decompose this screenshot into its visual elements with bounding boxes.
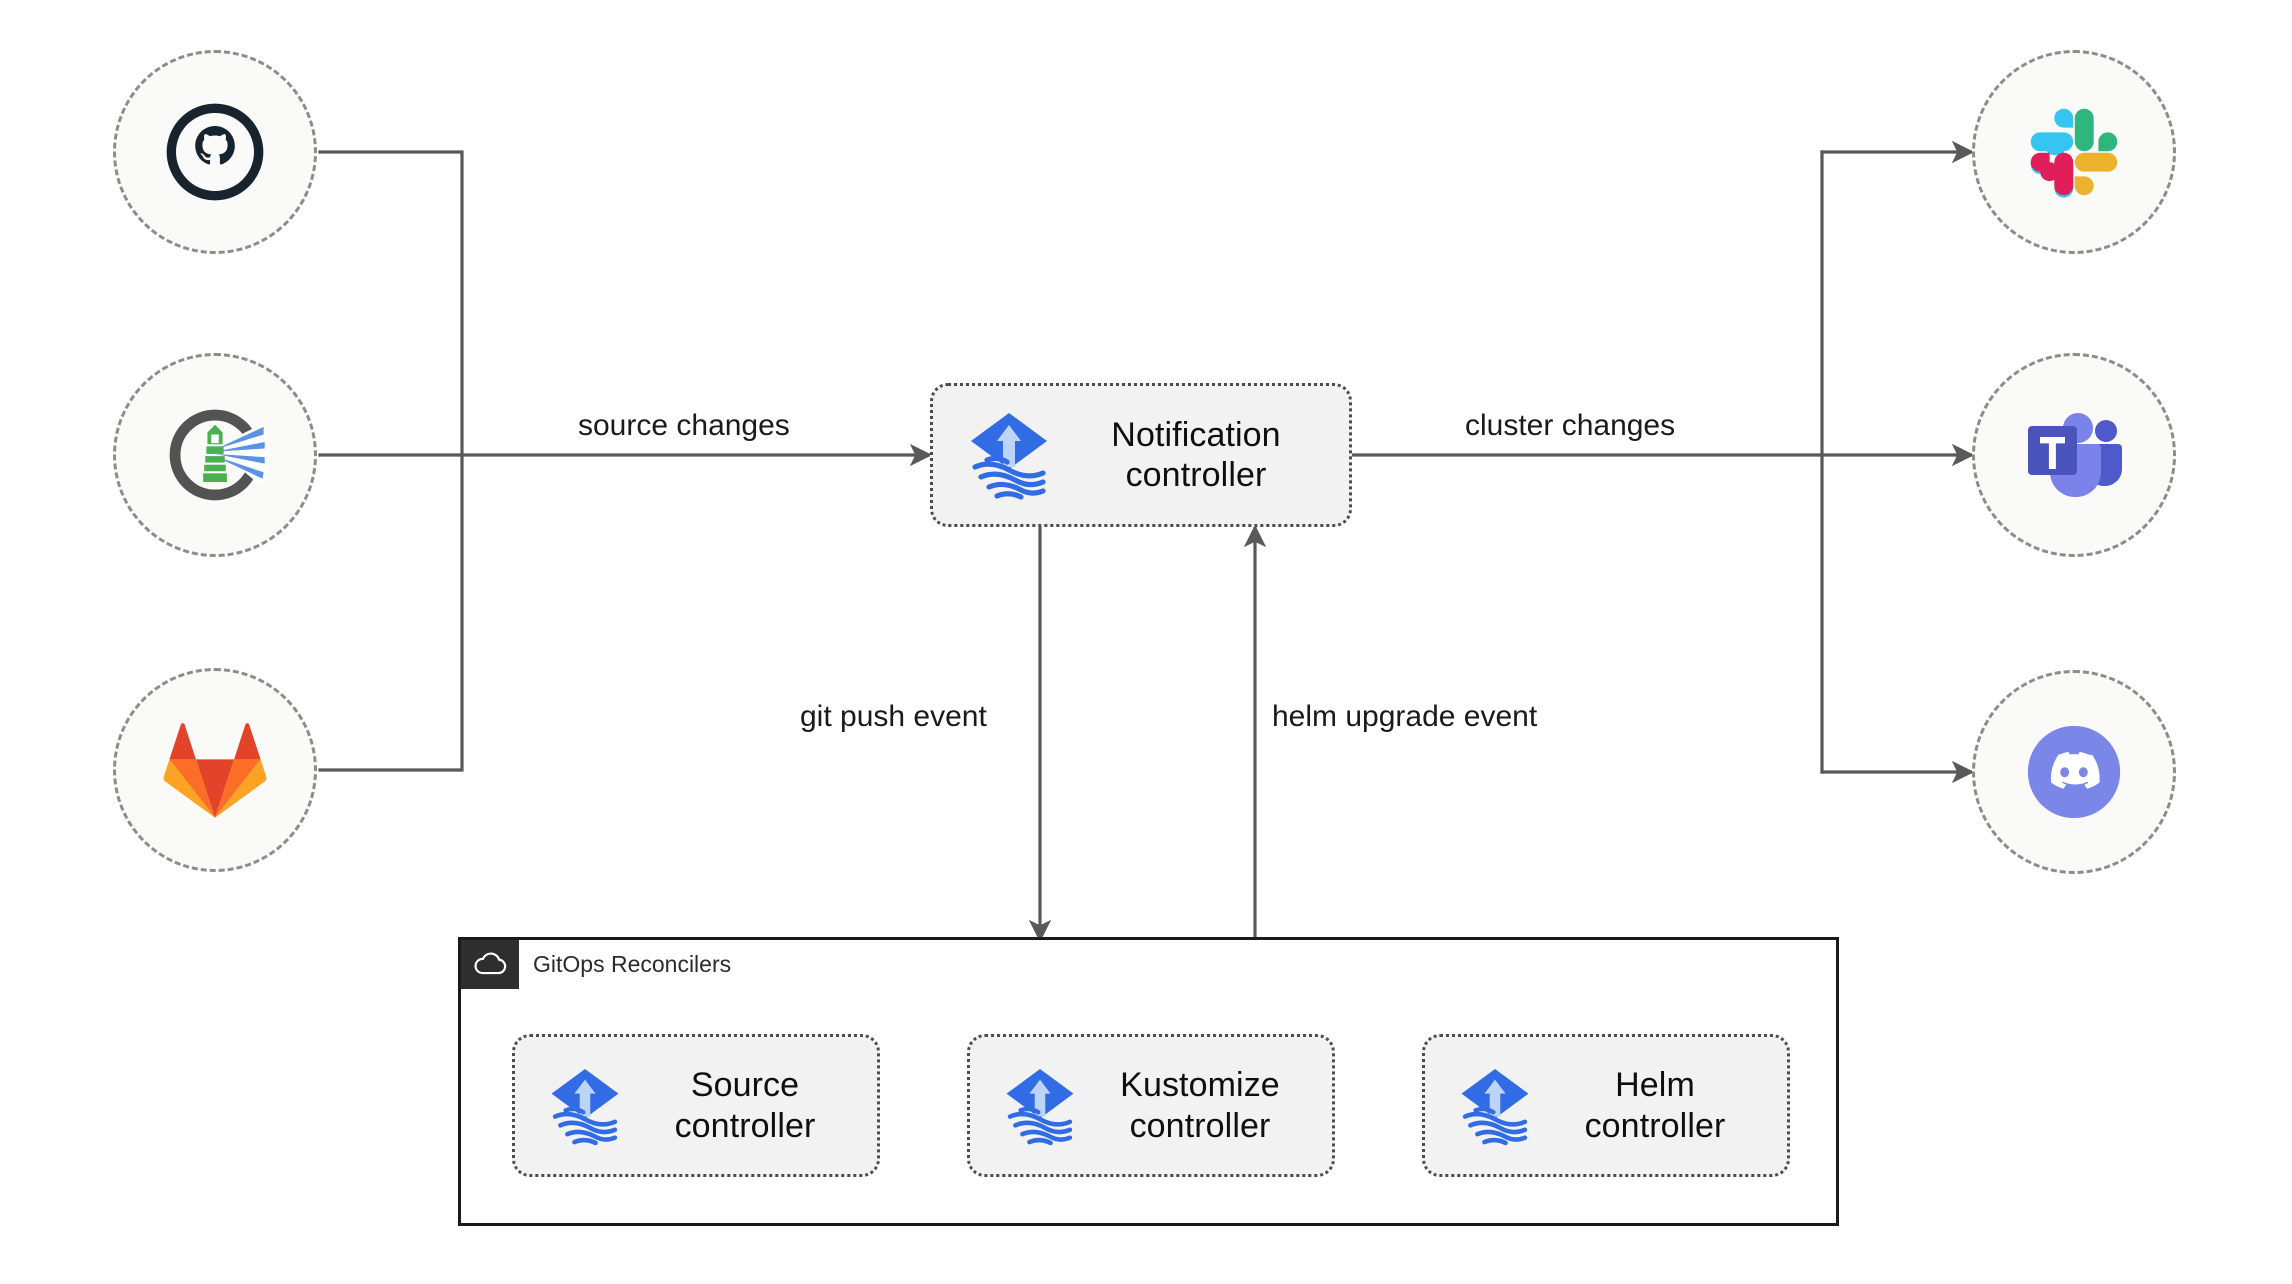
target-node-teams[interactable]	[1972, 353, 2176, 557]
gitops-reconcilers-header: GitOps Reconcilers	[461, 940, 731, 989]
target-node-discord[interactable]	[1972, 670, 2176, 874]
source-node-github[interactable]	[113, 50, 317, 254]
edge-label-git-push-event: git push event	[800, 700, 987, 733]
discord-icon	[2020, 718, 2128, 826]
target-node-slack[interactable]	[1972, 50, 2176, 254]
edge-label-source-changes: source changes	[578, 409, 790, 442]
source-node-gitlab[interactable]	[113, 668, 317, 872]
harbor-lighthouse-icon	[161, 401, 269, 509]
gitlab-fox-icon	[162, 720, 268, 820]
kustomize-controller-box[interactable]: Kustomize controller	[967, 1034, 1335, 1177]
github-icon	[163, 100, 267, 204]
kustomize-controller-label: Kustomize controller	[1120, 1066, 1280, 1145]
source-controller-label: Source controller	[674, 1066, 816, 1145]
helm-controller-box[interactable]: Helm controller	[1422, 1034, 1790, 1177]
slack-icon	[2026, 104, 2122, 200]
flux-icon	[959, 405, 1059, 505]
source-controller-box[interactable]: Source controller	[512, 1034, 880, 1177]
cloud-icon	[461, 940, 519, 989]
source-node-harbor[interactable]	[113, 353, 317, 557]
wire-sources-trunk	[318, 150, 464, 772]
flux-icon	[996, 1062, 1084, 1150]
edge-label-cluster-changes: cluster changes	[1465, 409, 1676, 442]
microsoft-teams-icon	[2022, 407, 2126, 503]
gitops-reconcilers-title: GitOps Reconcilers	[533, 951, 732, 977]
helm-controller-label: Helm controller	[1584, 1066, 1726, 1145]
flux-icon	[541, 1062, 629, 1150]
notification-controller-box[interactable]: Notification controller	[930, 383, 1352, 527]
edge-label-helm-upgrade-event: helm upgrade event	[1272, 700, 1538, 733]
notification-controller-label: Notification controller	[1111, 415, 1281, 494]
flux-icon	[1451, 1062, 1539, 1150]
